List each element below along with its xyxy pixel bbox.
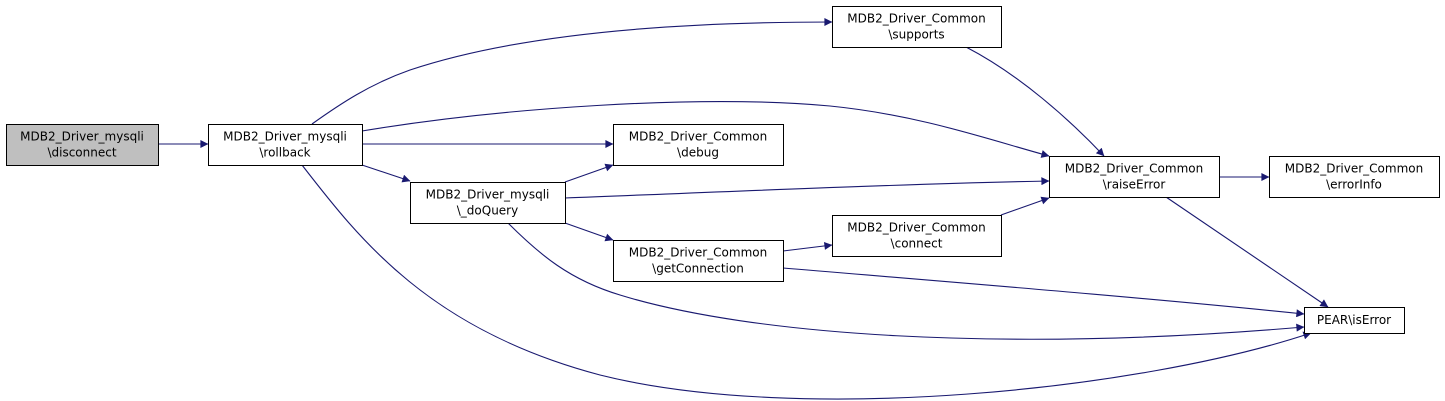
node-box (1269, 156, 1440, 198)
edge-connect-to-raiseerror (1000, 196, 1050, 216)
node-label-class: MDB2_Driver_Common (1285, 162, 1423, 176)
node-connect[interactable]: MDB2_Driver_Common \connect (832, 215, 1002, 257)
node-box (6, 124, 159, 166)
node-label-method: \_doQuery (457, 204, 518, 218)
edges-layer (158, 18, 1329, 400)
node-box (832, 6, 1002, 48)
edge-doquery-to-iserror (507, 222, 1305, 340)
node-box (1049, 156, 1220, 198)
node-debug[interactable]: MDB2_Driver_Common \debug (613, 124, 784, 166)
edge-doquery-to-getconnection (564, 222, 614, 242)
node-box (410, 182, 566, 224)
node-label-method: \getConnection (652, 262, 744, 276)
node-raiseerror[interactable]: MDB2_Driver_Common \raiseError (1049, 156, 1220, 198)
node-getconnection[interactable]: MDB2_Driver_Common \getConnection (613, 240, 784, 282)
node-disconnect[interactable]: MDB2_Driver_mysqli \disconnect (6, 124, 159, 166)
node-label-method: \connect (891, 237, 943, 251)
node-supports[interactable]: MDB2_Driver_Common \supports (832, 6, 1002, 48)
node-label-class: MDB2_Driver_mysqli (426, 188, 550, 202)
edge-rollback-to-raiseerror (361, 101, 1050, 158)
node-label-method: \errorInfo (1326, 178, 1382, 192)
node-label-class: MDB2_Driver_Common (847, 221, 985, 235)
node-box (832, 215, 1002, 257)
node-box (613, 240, 784, 282)
node-label-class: MDB2_Driver_Common (1065, 162, 1203, 176)
node-label-method: \raiseError (1103, 178, 1166, 192)
node-iserror[interactable]: PEAR\isError (1304, 307, 1405, 334)
edge-doquery-to-raiseerror (564, 177, 1050, 199)
edge-supports-to-raiseerror (965, 46, 1105, 157)
nodes-layer: MDB2_Driver_mysqli\disconnectMDB2_Driver… (6, 6, 1440, 334)
edge-rollback-to-iserror (301, 164, 1312, 400)
edge-rollback-to-supports (311, 18, 833, 125)
edge-getconnection-to-connect (782, 241, 833, 252)
node-label-class: MDB2_Driver_mysqli (223, 130, 347, 144)
edge-rollback-to-doquery (361, 164, 411, 183)
node-label-method: \rollback (259, 146, 310, 160)
node-label-class: MDB2_Driver_Common (847, 12, 985, 26)
node-rollback[interactable]: MDB2_Driver_mysqli \rollback (208, 124, 363, 166)
node-errorinfo[interactable]: MDB2_Driver_Common \errorInfo (1269, 156, 1440, 198)
edge-raiseerror-to-iserror (1165, 196, 1329, 308)
node-label-class: MDB2_Driver_Common (629, 130, 767, 144)
node-label-class: PEAR\isError (1317, 313, 1391, 327)
node-label-method: \debug (677, 146, 719, 160)
edge-getconnection-to-iserror (782, 267, 1305, 318)
node-doquery[interactable]: MDB2_Driver_mysqli \_doQuery (410, 182, 566, 224)
edge-doquery-to-debug (564, 163, 614, 183)
node-box (208, 124, 363, 166)
node-label-class: MDB2_Driver_Common (629, 246, 767, 260)
node-label-class: MDB2_Driver_mysqli (20, 130, 144, 144)
node-box (1304, 307, 1405, 334)
node-label-method: \supports (888, 28, 944, 42)
node-label-method: \disconnect (47, 146, 116, 160)
node-box (613, 124, 784, 166)
